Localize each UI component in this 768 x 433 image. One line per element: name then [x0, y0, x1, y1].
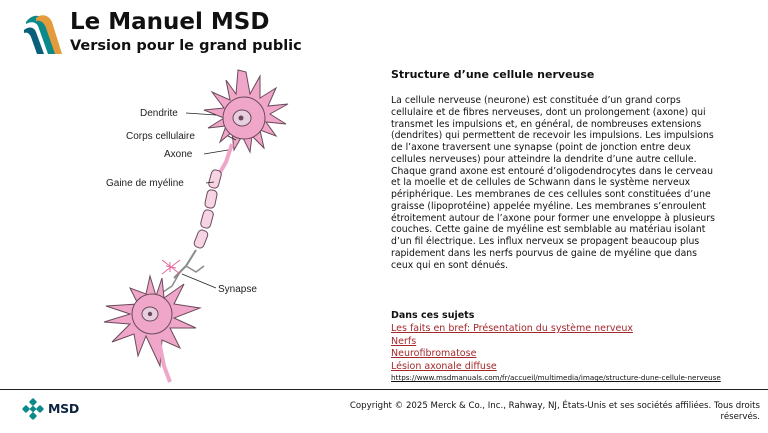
brand-title: Le Manuel MSD [70, 9, 270, 35]
label-axon: Axone [164, 149, 193, 160]
topic-link-nerves[interactable]: Nerfs [391, 335, 417, 347]
label-dendrite: Dendrite [140, 108, 178, 119]
label-cell-body: Corps cellulaire [126, 131, 195, 142]
label-synapse: Synapse [218, 284, 257, 295]
msd-manual-logo-icon [24, 15, 62, 55]
related-topics: Dans ces sujets Les faits en bref: Prése… [391, 310, 763, 383]
article-body: La cellule nerveuse (neurone) est consti… [391, 95, 715, 271]
article-title: Structure d’une cellule nerveuse [391, 68, 595, 81]
lower-neuron [103, 274, 202, 383]
topics-title: Dans ces sujets [391, 310, 475, 321]
upper-neuron [203, 69, 289, 154]
header: Le Manuel MSD Version pour le grand publ… [22, 9, 422, 60]
synapse-sparkle [161, 259, 181, 275]
footer-logo-text: MSD [48, 401, 79, 416]
brand-subtitle: Version pour le grand public [70, 38, 302, 54]
topic-link-nervous-system[interactable]: Les faits en bref: Présentation du systè… [391, 323, 633, 334]
label-myelin: Gaine de myéline [106, 178, 184, 189]
footer-divider [0, 389, 768, 390]
article: Structure d’une cellule nerveuse La cell… [391, 68, 761, 271]
axon [159, 143, 234, 295]
source-url[interactable]: https://www.msdmanuals.com/fr/accueil/mu… [391, 373, 721, 383]
footer-logo: MSD [22, 398, 92, 420]
neuron-illustration: Dendrite Corps cellulaire Axone Gaine de… [103, 69, 289, 383]
topic-link-diffuse-axonal-injury[interactable]: Lésion axonale diffuse [391, 360, 497, 372]
msd-logo-icon [22, 398, 44, 420]
copyright: Copyright © 2025 Merck & Co., Inc., Rahw… [349, 401, 760, 422]
topic-link-neurofibromatosis[interactable]: Neurofibromatose [391, 348, 477, 360]
